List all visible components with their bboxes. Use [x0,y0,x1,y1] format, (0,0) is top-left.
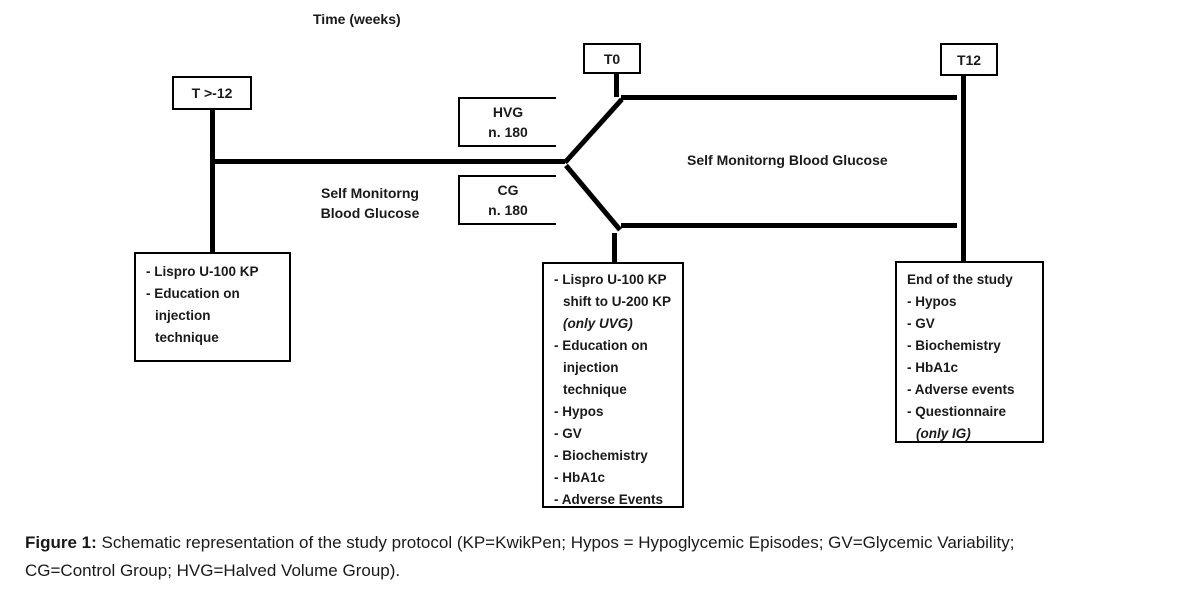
t0-box-drop-line [612,233,617,263]
t0-activities-box: - Lispro U-100 KP shift to U-200 KP (onl… [542,262,684,508]
figure-caption: Figure 1: Schematic representation of th… [25,529,1175,585]
smbg-left-line2: Blood Glucose [320,205,420,221]
time-axis-label: Time (weeks) [313,11,401,27]
baseline-box-line: - Education on [146,286,240,301]
smbg-right-label: Self Monitorng Blood Glucose [687,152,888,168]
t12-box-line: - Hypos [907,294,957,309]
t0-box-line: technique [563,382,627,397]
t0-box-line: shift to U-200 KP [563,294,672,309]
timepoint-t0-label: T0 [603,50,621,67]
t0-box-line: injection [563,360,619,375]
caption-text-line2: CG=Control Group; HVG=Halved Volume Grou… [25,561,401,580]
t0-tick-line [614,74,619,97]
hvg-group-n: n. 180 [488,124,528,140]
t0-box-line: - Biochemistry [554,448,648,463]
t0-box-line: - Hypos [554,404,604,419]
t12-box-line: - Adverse events [907,382,1015,397]
t0-box-line: - Lispro U-100 KP [554,272,667,287]
baseline-box-line: technique [155,330,219,345]
timepoint-t0-box: T0 [583,43,641,74]
t12-box-line: - Questionnaire [907,404,1007,419]
baseline-activities-box: - Lispro U-100 KP - Education on injecti… [134,252,291,362]
t0-box-line: - Education on [554,338,648,353]
caption-figure-label: Figure 1: [25,533,97,552]
t0-box-line: - Adverse Events [554,492,664,507]
cg-group-box: CG n. 180 [458,175,556,225]
hvg-arm-line [621,95,957,100]
t12-box-line: - Biochemistry [907,338,1001,353]
baseline-box-line: injection [155,308,211,323]
timepoint-t12-label: T12 [956,51,982,68]
branch-lower-diagonal-line [564,163,622,232]
timepoint-baseline-label: T >-12 [191,85,233,101]
t12-drop-line [961,75,966,262]
t12-box-line: (only IG) [916,426,971,441]
baseline-box-line: - Lispro U-100 KP [146,264,259,279]
main-timeline-line [212,159,565,164]
smbg-left-line1: Self Monitorng [321,185,419,201]
t12-box-line: - GV [907,316,935,331]
t12-box-line: - HbA1c [907,360,959,375]
smbg-left-label: Self Monitorng Blood Glucose [308,183,432,223]
t0-box-line: - GV [554,426,582,441]
baseline-drop-line [210,110,215,252]
t0-box-line: - HbA1c [554,470,606,485]
cg-arm-line [621,223,957,228]
hvg-group-name: HVG [492,104,524,120]
t0-box-line: (only UVG) [563,316,633,331]
timepoint-t12-box: T12 [940,43,998,76]
t12-activities-box: End of the study - Hypos - GV - Biochemi… [895,261,1044,443]
t12-box-line: End of the study [907,272,1013,287]
hvg-group-box: HVG n. 180 [458,97,556,147]
caption-text-line1: Schematic representation of the study pr… [101,533,1015,552]
cg-group-n: n. 180 [488,202,528,218]
branch-upper-diagonal-line [563,97,624,165]
cg-group-name: CG [497,182,519,198]
timepoint-baseline-box: T >-12 [172,76,252,110]
